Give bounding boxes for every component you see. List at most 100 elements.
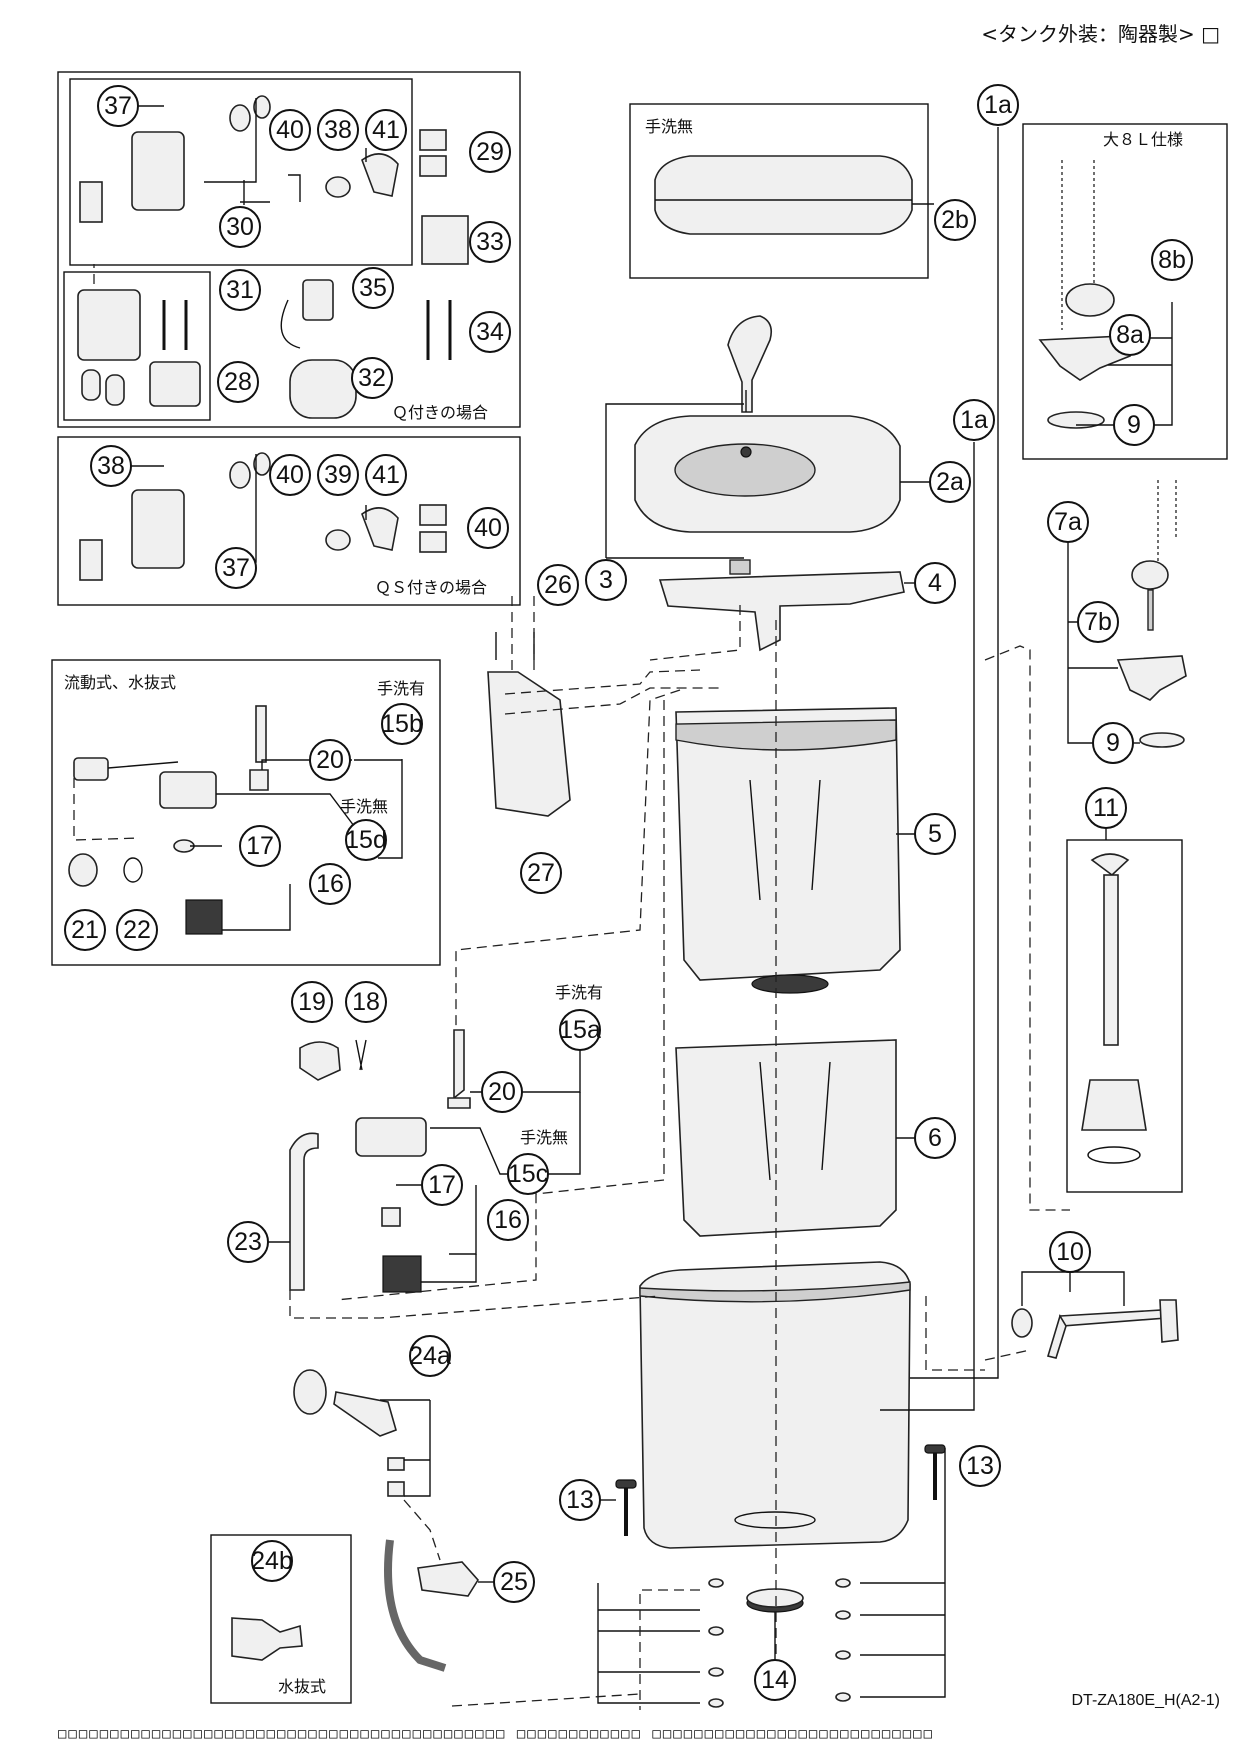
caption-hand-wash-no-1: 手洗無 (340, 797, 388, 816)
callout-10: 10 (1049, 1231, 1091, 1273)
caption-flow-type: 流動式、水抜式 (64, 673, 176, 692)
svg-text:17: 17 (246, 832, 274, 860)
flush-valve-8l-drawing (1038, 160, 1131, 429)
callout-9-top: 9 (1113, 404, 1155, 446)
svg-text:37: 37 (222, 554, 250, 582)
svg-text:1a: 1a (960, 406, 988, 434)
caption-hand-wash-yes-1: 手洗有 (377, 679, 425, 698)
callout-1a: 1a (953, 399, 995, 441)
svg-text:29: 29 (476, 138, 504, 166)
ball-tap-valve-drawing (355, 1029, 471, 1293)
svg-text:15a: 15a (559, 1016, 601, 1044)
svg-text:15b: 15b (381, 710, 423, 738)
svg-text:2b: 2b (941, 206, 969, 234)
callout-36: 37 (215, 547, 257, 589)
hose-clamp-drawing (417, 1561, 479, 1597)
flow-type-frame (51, 659, 441, 966)
callout-31: 31 (219, 269, 261, 311)
callout-35: 35 (352, 267, 394, 309)
caption-q-case: Ｑ付きの場合 (392, 403, 488, 422)
svg-text:2a: 2a (936, 468, 964, 496)
svg-text:33: 33 (476, 228, 504, 256)
callout-32: 32 (351, 357, 393, 399)
svg-text:41: 41 (372, 116, 400, 144)
drain-valve-drawing (231, 1617, 303, 1661)
callout-2a: 2a (929, 461, 971, 503)
svg-text:15d: 15d (345, 826, 387, 854)
callout-34: 34 (469, 311, 511, 353)
svg-text:21: 21 (71, 916, 99, 944)
callout-5: 5 (914, 813, 956, 855)
callout-39: 40 (467, 507, 509, 549)
callout-14: 14 (754, 1659, 796, 1701)
svg-text:11: 11 (1093, 794, 1119, 822)
q-option-parts-drawing (77, 95, 469, 419)
svg-text:7a: 7a (1054, 508, 1082, 536)
q-option-frame (57, 71, 521, 428)
callout-15a: 15a (559, 1009, 601, 1051)
callout-9-mid: 9 (1092, 722, 1134, 764)
overflow-pipe-drawing (1081, 853, 1147, 1164)
svg-text:22: 22 (123, 916, 151, 944)
callout-25: 25 (493, 1561, 535, 1603)
callout-3: 3 (585, 559, 627, 601)
svg-text:9: 9 (1127, 411, 1141, 439)
flush-lever-drawing (1011, 1299, 1179, 1359)
angle-stop-valve-drawing (293, 1369, 447, 1672)
svg-text:23: 23 (234, 1228, 262, 1256)
q-remote-subframe (63, 271, 211, 421)
svg-text:35: 35 (359, 274, 387, 302)
svg-text:30: 30 (226, 213, 254, 241)
callout-13-left: 13 (559, 1479, 601, 1521)
inner-tank-drawing (675, 707, 901, 994)
bracket-plate-drawing (658, 559, 905, 652)
callout-20-main: 20 (481, 1071, 523, 1113)
svg-text:6: 6 (928, 1124, 942, 1152)
tank-liner-drawing (675, 1039, 897, 1237)
svg-text:25: 25 (500, 1568, 528, 1596)
callout-15c: 15c (507, 1153, 549, 1195)
callout-40-q: 40 (269, 109, 311, 151)
callout-1b: 1a (977, 84, 1019, 126)
callout-33: 33 (469, 221, 511, 263)
svg-text:9: 9 (1106, 729, 1120, 757)
svg-text:7b: 7b (1084, 608, 1112, 636)
caption-drain-type: 水抜式 (278, 1677, 326, 1696)
q-lever-subframe (69, 78, 413, 266)
guide-bracket-drawing (487, 632, 571, 817)
svg-text:16: 16 (316, 870, 344, 898)
callout-8a: 7b (1077, 601, 1119, 643)
callout-22: 22 (116, 909, 158, 951)
callout-19: 19 (291, 981, 333, 1023)
svg-text:38: 38 (324, 116, 352, 144)
callout-7a: 7a (1047, 501, 1089, 543)
pipe-clip-drawing (299, 1039, 367, 1081)
callout-4: 4 (914, 562, 956, 604)
caption-qs-case: ＱＳ付きの場合 (375, 578, 487, 597)
callout-2b: 2b (934, 199, 976, 241)
svg-text:8b: 8b (1158, 246, 1186, 274)
svg-text:28: 28 (224, 368, 252, 396)
tank-lid-hand-wash-drawing (634, 415, 901, 533)
callout-17-main: 17 (421, 1164, 463, 1206)
svg-text:5: 5 (928, 820, 942, 848)
callout-15b: 15b (381, 703, 423, 745)
qs-option-parts-drawing (79, 452, 447, 581)
callout-27: 27 (520, 852, 562, 894)
svg-text:20: 20 (316, 746, 344, 774)
caption-hand-wash-yes-2: 手洗有 (555, 983, 603, 1002)
page-title: <タンク外装：陶器製> □ (981, 22, 1220, 46)
qs-option-frame (57, 436, 521, 606)
footer-note: □□□□□□□□□□□□□□□□□□□□□□□□□□□□□□□□□□□□□□□□… (58, 1726, 935, 1742)
svg-text:38: 38 (97, 452, 125, 480)
drawing-code: DT-ZA180E_H(A2-1) (1071, 1692, 1221, 1709)
tank-lid-no-wash-drawing (654, 155, 913, 235)
callout-20-flow: 20 (309, 739, 351, 781)
svg-text:18: 18 (352, 988, 380, 1016)
callout-40-qs: 40 (269, 454, 311, 496)
svg-text:14: 14 (761, 1666, 789, 1694)
callout-24a: 24a (409, 1335, 451, 1377)
svg-text:17: 17 (428, 1171, 456, 1199)
lid-no-wash-frame (629, 103, 929, 279)
